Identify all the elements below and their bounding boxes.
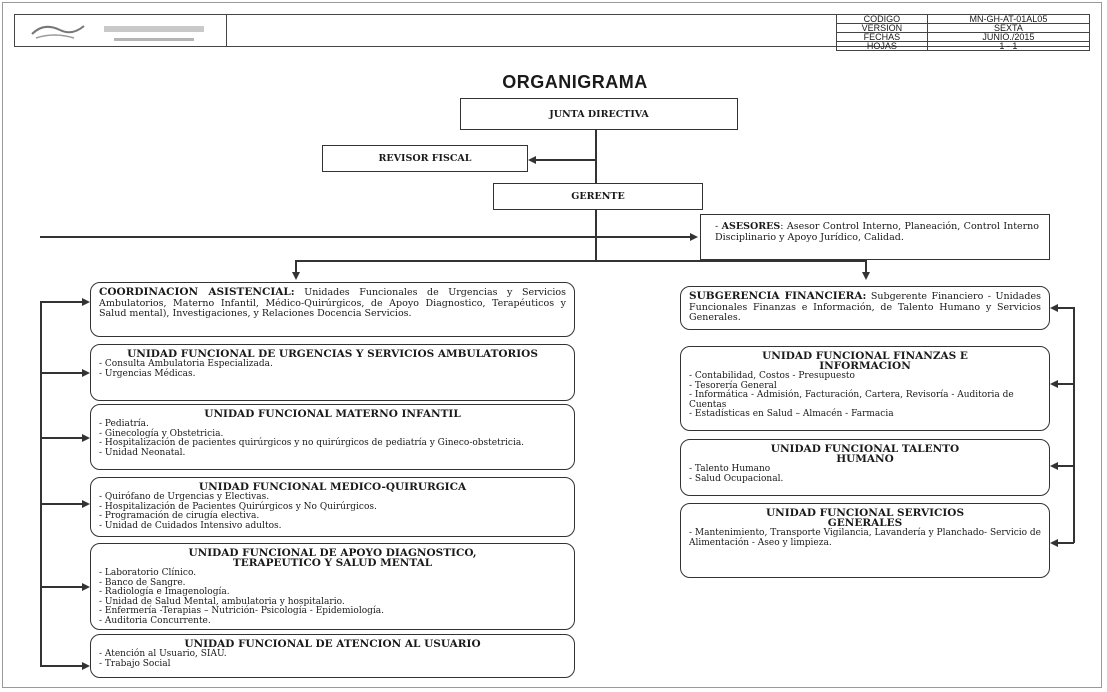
revisor-fiscal-box: REVISOR FISCAL <box>322 145 528 172</box>
unit-apoyo-diagnostico-box: UNIDAD FUNCIONAL DE APOYO DIAGNOSTICO, T… <box>90 543 575 630</box>
unit-medico-quirurgica-box: UNIDAD FUNCIONAL MEDICO-QUIRURGICA - Qui… <box>90 477 575 537</box>
asesores-connector <box>40 236 690 238</box>
unit-finanzas-box: UNIDAD FUNCIONAL FINANZAS E INFORMACION … <box>680 346 1050 431</box>
unit-item: - Unidad de Salud Mental, ambulatoria y … <box>99 596 345 607</box>
right-feed-line <box>1058 307 1074 309</box>
asesores-text: : Asesor Control Interno, Planeación, Co… <box>715 221 1040 243</box>
unit-title: UNIDAD FUNCIONAL DE ATENCION AL USUARIO <box>184 638 481 650</box>
unit-item: - Programación de cirugía electiva. <box>99 511 260 521</box>
left-feed-arrow <box>82 433 90 442</box>
left-branch-connector <box>295 260 297 273</box>
right-feed-line <box>1058 383 1074 385</box>
right-feed-line <box>1058 465 1074 467</box>
asesores-heading: ASESORES <box>721 221 781 232</box>
table-row: HOJAS 1 - 1 <box>836 41 1091 51</box>
left-feed-arrow <box>82 499 90 508</box>
coordinacion-asistencial-box: COORDINACION ASISTENCIAL: Unidades Funci… <box>90 282 575 337</box>
right-feed-arrow <box>1050 461 1058 470</box>
unit-title: UNIDAD FUNCIONAL DE APOYO DIAGNOSTICO, T… <box>188 547 477 569</box>
revisor-connector <box>536 159 596 161</box>
unit-item: - Laboratorio Clínico. <box>99 568 197 578</box>
right-spine-connector <box>1073 307 1075 543</box>
left-feed-line <box>40 301 82 303</box>
hospital-logo <box>14 14 227 47</box>
right-feed-arrow <box>1050 538 1058 547</box>
left-feed-arrow <box>82 368 90 377</box>
unit-item: - Quirófano de Urgencias y Electivas. <box>99 492 270 502</box>
unit-item: - Tesorería General <box>689 380 777 391</box>
gerente-label: GERENTE <box>571 191 625 202</box>
unit-title: UNIDAD FUNCIONAL MATERNO INFANTIL <box>204 408 461 420</box>
gerente-box: GERENTE <box>493 183 703 210</box>
unit-item: - Estadísticas en Salud – Almacén - Farm… <box>689 409 894 419</box>
junta-directiva-label: JUNTA DIRECTIVA <box>549 108 649 120</box>
coordinacion-text: Unidades Funcionales de Urgencias y Serv… <box>99 287 567 319</box>
unit-item: - Atención al Usuario, SIAU. <box>99 649 227 659</box>
unit-item: - Talento Humano <box>689 464 771 474</box>
left-feed-line <box>40 372 82 374</box>
right-branch-connector <box>865 260 867 273</box>
subgerencia-text: Subgerente Financiero - Unidades Funcion… <box>689 291 1041 323</box>
pages-value: 1 - 1 <box>926 41 1091 51</box>
unit-item: - Hospitalización de Pacientes Quirúrgic… <box>99 501 377 512</box>
unit-item: - Salud Ocupacional. <box>689 473 784 484</box>
subgerencia-financiera-box: SUBGERENCIA FINANCIERA: Subgerente Finan… <box>680 286 1050 330</box>
left-feed-line <box>40 503 82 505</box>
right-branch-arrow <box>861 272 870 280</box>
unit-talento-humano-box: UNIDAD FUNCIONAL TALENTO HUMANO - Talent… <box>680 439 1050 496</box>
unit-item: - Mantenimiento, Transporte Vigilancia, … <box>689 528 1041 548</box>
unit-item: - Enfermería -Terapias – Nutrición- Psic… <box>99 606 384 616</box>
unit-title: UNIDAD FUNCIONAL TALENTO HUMANO <box>770 443 960 465</box>
right-feed-arrow <box>1050 379 1058 388</box>
right-feed-line <box>1058 542 1074 544</box>
document-header <box>14 14 1090 47</box>
left-feed-arrow <box>82 297 90 306</box>
unit-item: - Unidad de Cuidados Intensivo adultos. <box>99 520 282 531</box>
left-feed-line <box>40 665 82 667</box>
unit-title: UNIDAD FUNCIONAL DE URGENCIAS Y SERVICIO… <box>127 348 538 360</box>
document-control-table: CODIGO MN-GH-AT-01AL05 VERSION SEXTA FEC… <box>836 14 1091 51</box>
left-branch-arrow <box>291 272 300 280</box>
left-feed-arrow <box>82 661 90 670</box>
asesores-box: - ASESORES: Asesor Control Interno, Plan… <box>700 214 1050 260</box>
unit-title: UNIDAD FUNCIONAL MEDICO-QUIRURGICA <box>198 481 467 493</box>
left-spine-connector <box>40 301 42 666</box>
page-title: ORGANIGRAMA <box>502 72 648 92</box>
unit-item: - Radiología e Imagenología. <box>99 587 230 597</box>
asesores-arrow <box>690 232 698 241</box>
unit-item: - Informática - Admisión, Facturación, C… <box>689 390 1014 410</box>
unit-urgencias-box: UNIDAD FUNCIONAL DE URGENCIAS Y SERVICIO… <box>90 344 575 401</box>
unit-item: - Ginecología y Obstetricia. <box>99 428 224 439</box>
unit-materno-infantil-box: UNIDAD FUNCIONAL MATERNO INFANTIL - Pedi… <box>90 404 575 470</box>
unit-item: - Auditoria Concurrente. <box>99 615 211 626</box>
junta-directiva-box: JUNTA DIRECTIVA <box>460 98 738 130</box>
unit-title: UNIDAD FUNCIONAL SERVICIOS GENERALES <box>765 507 965 529</box>
unit-servicios-generales-box: UNIDAD FUNCIONAL SERVICIOS GENERALES - M… <box>680 503 1050 578</box>
coordinacion-heading: COORDINACION ASISTENCIAL: <box>99 286 295 298</box>
revisor-arrow <box>528 155 536 164</box>
unit-title: UNIDAD FUNCIONAL FINANZAS E INFORMACION <box>762 350 968 372</box>
unit-item: - Banco de Sangre. <box>99 577 186 588</box>
left-feed-arrow <box>82 582 90 591</box>
revisor-fiscal-label: REVISOR FISCAL <box>378 153 472 164</box>
left-feed-line <box>40 586 82 588</box>
unit-item: - Consulta Ambulatoria Especializada. <box>99 359 273 369</box>
unit-atencion-usuario-box: UNIDAD FUNCIONAL DE ATENCION AL USUARIO … <box>90 634 575 678</box>
left-feed-line <box>40 437 82 439</box>
unit-item: - Unidad Neonatal. <box>99 447 186 458</box>
branch-horizontal-connector <box>295 260 865 262</box>
unit-item: - Pediatría. <box>99 419 149 429</box>
right-feed-arrow <box>1050 303 1058 312</box>
unit-item: - Contabilidad, Costos - Presupuesto <box>689 371 855 381</box>
pages-label: HOJAS <box>836 41 928 51</box>
unit-item: - Urgencias Médicas. <box>99 368 196 379</box>
unit-item: - Hospitalización de pacientes quirúrgic… <box>99 438 525 448</box>
unit-item: - Trabajo Social <box>99 658 171 669</box>
subgerencia-heading: SUBGERENCIA FINANCIERA: <box>689 290 867 302</box>
